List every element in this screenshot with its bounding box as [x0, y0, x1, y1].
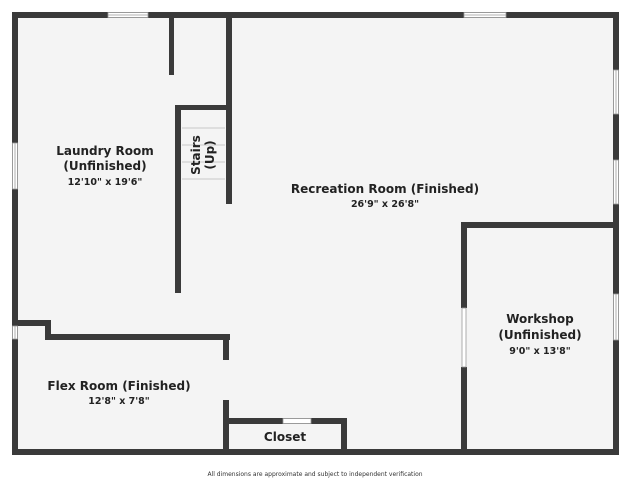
recreation-room-name: Recreation Room (Finished) — [291, 182, 479, 196]
workshop-wall-top — [461, 222, 617, 228]
flex-wall-notch-top — [16, 320, 51, 326]
opening-workshop — [461, 307, 467, 368]
stair-wall-top — [175, 105, 230, 110]
laundry-room-name: Laundry Room — [56, 144, 154, 158]
workshop-dimensions: 9'0" x 13'8" — [509, 346, 571, 357]
workshop-wall-left-upper — [461, 222, 467, 308]
workshop-name: Workshop — [506, 312, 574, 326]
opening-closet — [282, 418, 312, 424]
stairs-label-line2: (Up) — [203, 140, 217, 169]
floor-area — [16, 16, 614, 450]
flex-wall-right-lower — [223, 400, 229, 452]
flex-wall-top — [45, 334, 230, 340]
laundry-wall-stub — [169, 16, 174, 75]
workshop-wall-left-lower — [461, 367, 467, 452]
stairs-label-line1: Stairs — [189, 135, 203, 175]
closet-name: Closet — [264, 430, 306, 444]
windows — [12, 12, 619, 424]
exterior-wall-left — [12, 12, 18, 455]
walls — [12, 12, 619, 455]
exterior-wall-bottom — [12, 449, 619, 455]
recreation-room-dimensions: 26'9" x 26'8" — [351, 199, 419, 210]
laundry-room-status: (Unfinished) — [63, 159, 146, 173]
flex-room-name: Flex Room (Finished) — [47, 379, 190, 393]
exterior-wall-right — [613, 12, 619, 455]
flex-wall-notch-side — [45, 320, 51, 340]
laundry-room-dimensions: 12'10" x 19'6" — [68, 177, 143, 188]
flex-room-dimensions: 12'8" x 7'8" — [88, 396, 150, 407]
exterior-wall-top — [12, 12, 619, 18]
closet-wall-right — [341, 418, 347, 452]
workshop-status: (Unfinished) — [498, 328, 581, 342]
flex-wall-right-upper — [223, 334, 229, 360]
laundry-recreation-wall — [175, 105, 181, 293]
stairs-treads — [182, 127, 225, 180]
disclaimer-text: All dimensions are approximate and subje… — [207, 471, 422, 478]
stairs-label: Stairs (Up) — [189, 135, 217, 175]
